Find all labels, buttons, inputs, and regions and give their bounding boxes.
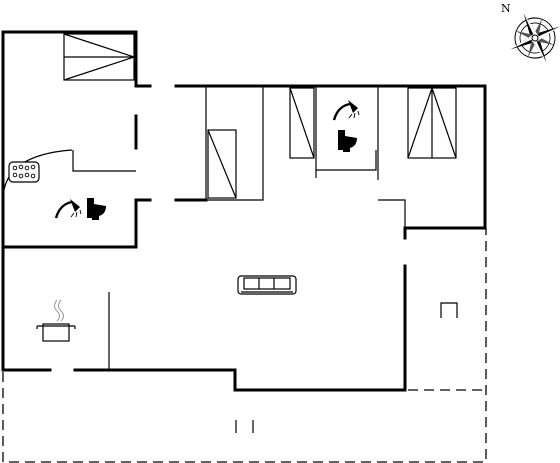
partition-bath-left <box>72 150 136 172</box>
outdoor-furniture-bottom <box>235 420 254 433</box>
partition-bedroom-center <box>205 86 264 201</box>
shower-icon-left <box>54 199 82 219</box>
whirlpool-icon <box>8 161 40 183</box>
shower-icon-right <box>332 100 360 121</box>
toilet-icon-left <box>87 198 106 220</box>
walls <box>1 30 487 392</box>
wall-bath-south <box>1 198 138 249</box>
wall-west <box>1 30 52 372</box>
compass-north-label: N <box>501 2 511 15</box>
bed-center-right <box>289 87 315 159</box>
sofa-icon <box>237 275 297 295</box>
toilet-icon-right <box>338 130 357 152</box>
terrace-outline <box>2 228 487 463</box>
bed-top-left <box>63 33 135 81</box>
cooking-pot-icon <box>36 299 76 342</box>
compass-rose-icon <box>510 13 560 63</box>
partition-bedroom-right-south <box>378 199 406 228</box>
wall-north-main <box>174 84 487 240</box>
wall-south-living <box>113 264 407 392</box>
bed-center <box>207 129 237 199</box>
terrace-border-outer <box>2 228 487 463</box>
partition-bath-right-south <box>315 86 377 171</box>
wall-north-left <box>1 30 152 88</box>
bed-right-double <box>407 87 457 159</box>
outdoor-furniture-right <box>440 302 458 318</box>
